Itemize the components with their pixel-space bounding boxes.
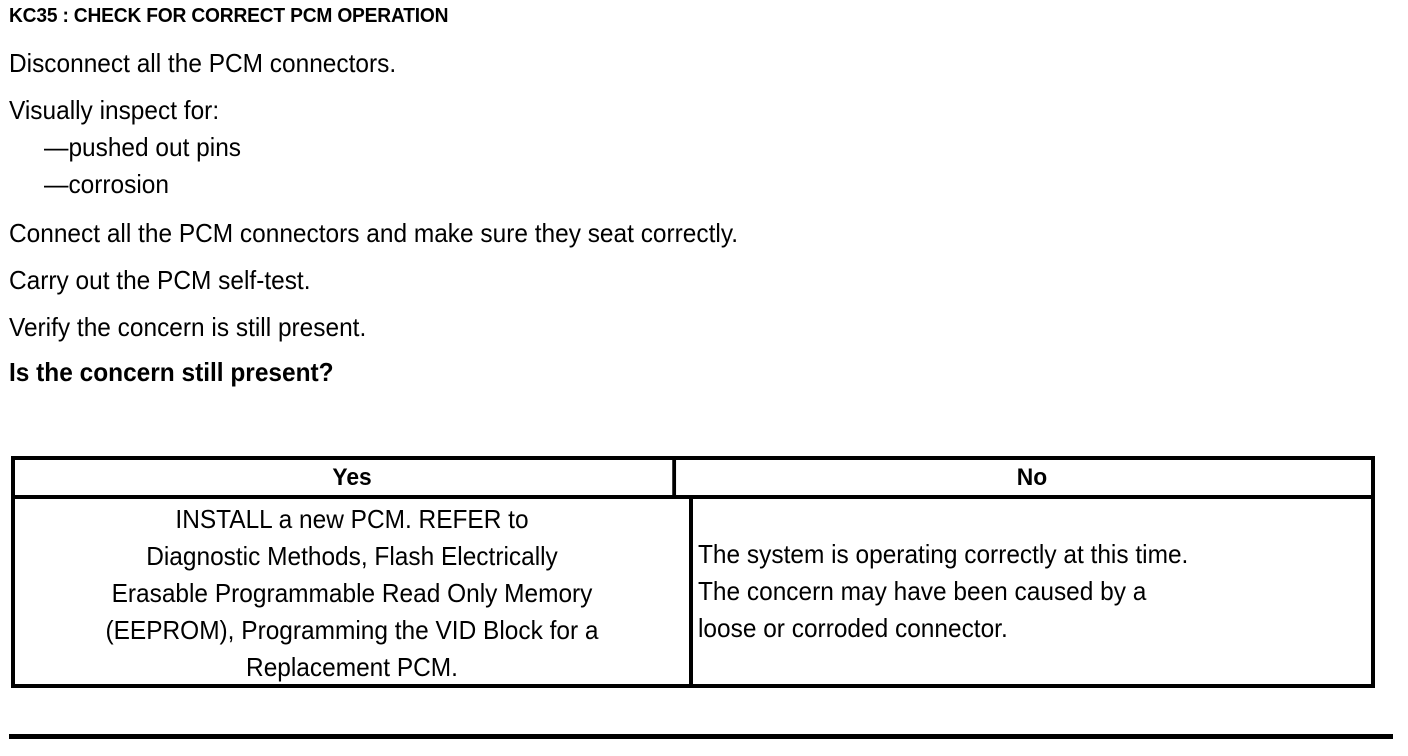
table-header-no: No	[1016, 464, 1048, 491]
no-action-line-3: loose or corroded connector.	[698, 613, 1008, 643]
decision-question: Is the concern still present?	[9, 357, 334, 387]
table-cell-yes-action: INSTALL a new PCM. REFER to Diagnostic M…	[15, 499, 693, 684]
procedure-line-2: Visually inspect for:	[9, 95, 220, 125]
table-header-yes: Yes	[32, 460, 677, 495]
yes-action-line-5: Replacement PCM.	[246, 652, 458, 682]
section-divider-rule	[9, 734, 1393, 739]
yes-action-line-4: (EEPROM), Programming the VID Block for …	[105, 615, 599, 645]
procedure-line-3: Connect all the PCM connectors and make …	[9, 218, 739, 248]
page-title: KC35 : CHECK FOR CORRECT PCM OPERATION	[9, 5, 449, 27]
table-header-row: Yes No	[15, 460, 1371, 499]
no-action-line-2: The concern may have been caused by a	[698, 576, 1147, 606]
procedure-line-1: Disconnect all the PCM connectors.	[9, 48, 397, 78]
yes-action-line-1: INSTALL a new PCM. REFER to	[175, 504, 529, 534]
procedure-line-4: Carry out the PCM self-test.	[9, 265, 311, 295]
no-action-line-1: The system is operating correctly at thi…	[698, 539, 1189, 569]
procedure-bullet-corrosion: —corrosion	[44, 169, 169, 199]
table-row: INSTALL a new PCM. REFER to Diagnostic M…	[15, 499, 1371, 684]
yes-action-line-2: Diagnostic Methods, Flash Electrically	[146, 541, 558, 571]
procedure-line-5: Verify the concern is still present.	[9, 312, 367, 342]
decision-table: Yes No INSTALL a new PCM. REFER to Diagn…	[11, 456, 1375, 688]
table-cell-no-action: The system is operating correctly at thi…	[693, 499, 1371, 684]
yes-action-line-3: Erasable Programmable Read Only Memory	[111, 578, 593, 608]
procedure-bullet-pushed-out-pins: —pushed out pins	[44, 132, 242, 162]
